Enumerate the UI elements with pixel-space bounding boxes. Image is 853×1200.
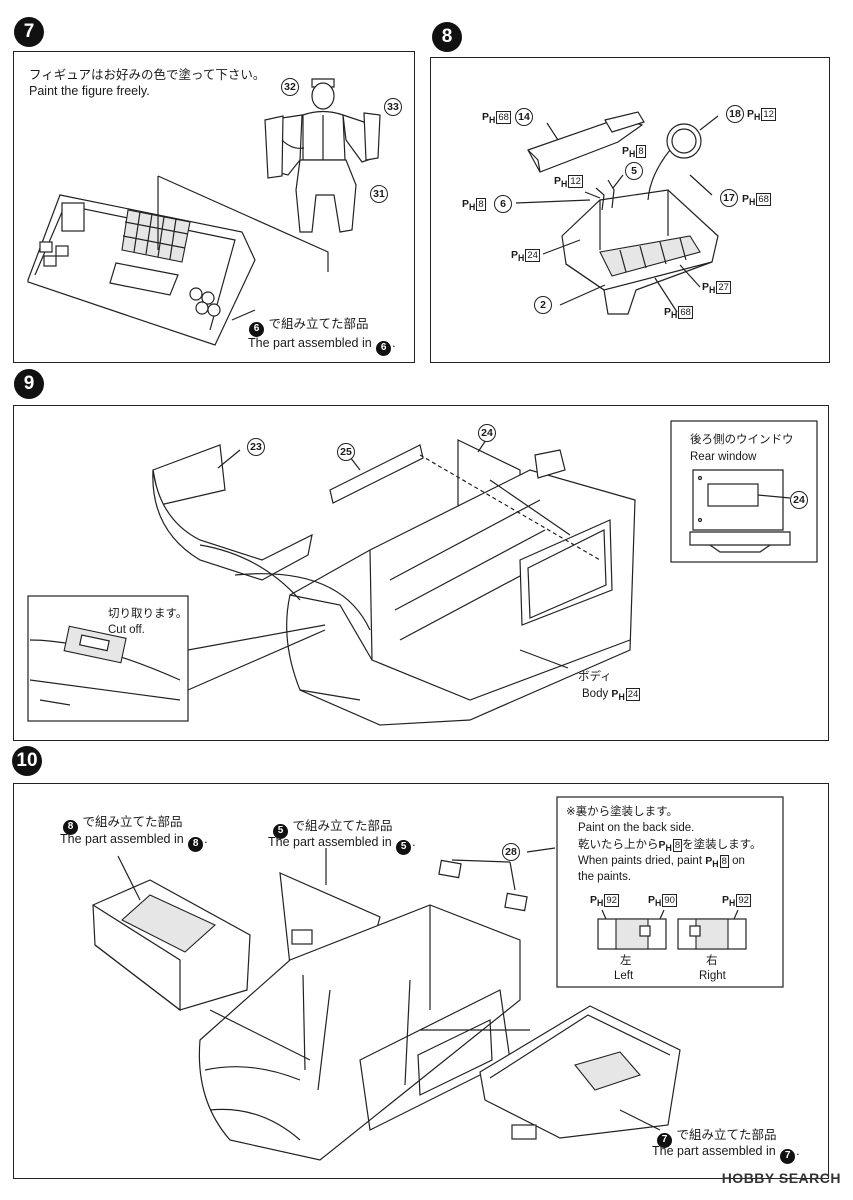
step-9-panel <box>13 405 829 741</box>
note1-en: Paint on the back side. <box>578 822 695 834</box>
step-8-number: 8 <box>432 22 462 52</box>
rear-window-en: Rear window <box>690 451 757 463</box>
rear-part-24-callout: 24 <box>790 491 808 509</box>
body-drawing <box>152 439 636 726</box>
part-17-callout: 17 <box>720 189 738 207</box>
ref-6-badge: 6 <box>249 321 264 337</box>
step-7-assembled-jp: 6 で組み立てた部品 <box>248 316 369 337</box>
step-7-note-en: Paint the figure freely. <box>29 84 150 98</box>
body-jp: ボディ <box>578 671 612 683</box>
note2-en-c: the paints. <box>578 871 632 883</box>
ref-5-badge-en: 5 <box>396 839 412 855</box>
note1-jp: ※裏から塗装します。 <box>566 806 678 818</box>
note2-en-b: on <box>732 855 745 867</box>
step10-drawing <box>92 847 681 1161</box>
part-33-callout: 33 <box>384 98 402 116</box>
ref7-jp-line: 7 で組み立てた部品 <box>656 1127 777 1148</box>
ref5-jp: で組み立てた部品 <box>292 819 393 833</box>
step-10-number: 10 <box>12 746 42 776</box>
ref8-en: The part assembled in <box>60 832 184 846</box>
figure-drawing <box>264 78 381 233</box>
ref-7-badge: 7 <box>657 1132 672 1148</box>
rear-window-jp: 後ろ側のウインドウ <box>690 434 794 446</box>
part-24-callout: 24 <box>478 424 496 442</box>
right-en: Right <box>699 970 726 982</box>
cutoff-inset <box>27 595 326 722</box>
body-en-text: Body <box>582 688 609 700</box>
note2-jp-b: を塗装します。 <box>682 839 762 851</box>
part-25-callout: 25 <box>337 443 355 461</box>
ref5-jp-line: 5 で組み立てた部品 <box>272 818 393 839</box>
part-28-callout: 28 <box>502 843 520 861</box>
part-23-callout: 23 <box>247 438 265 456</box>
assembled-en-text: The part assembled in <box>248 336 372 350</box>
ref5-en-line: The part assembled in 5. <box>268 834 416 855</box>
left-jp: 左 <box>620 955 632 967</box>
ref-7-badge-en: 7 <box>780 1148 796 1164</box>
step-10-panel <box>13 783 829 1179</box>
step-7-number: 7 <box>14 17 44 47</box>
part-2-callout: 2 <box>534 296 552 314</box>
ref-8-badge: 8 <box>63 819 78 835</box>
right-jp: 右 <box>706 955 718 967</box>
ref-5-badge: 5 <box>273 823 288 839</box>
note2-en-a: When paints dried, paint <box>578 855 703 867</box>
hobby-search-watermark: HOBBY SEARCH <box>721 1170 841 1186</box>
part-5-callout: 5 <box>625 162 643 180</box>
cutoff-jp: 切り取ります。 <box>108 608 188 620</box>
part-31-callout: 31 <box>370 185 388 203</box>
ref5-en: The part assembled in <box>268 835 392 849</box>
left-en: Left <box>614 970 634 982</box>
step-8-panel <box>430 57 830 363</box>
ref-8-badge-en: 8 <box>188 836 204 852</box>
step-9-number: 9 <box>14 369 44 399</box>
step-7-panel <box>13 51 415 363</box>
seat-tub-drawing <box>515 111 719 315</box>
ref8-jp: で組み立てた部品 <box>82 815 183 829</box>
ref7-en-line: The part assembled in 7. <box>652 1143 800 1164</box>
step-7-assembled-en: The part assembled in 6. <box>248 335 396 356</box>
ref7-jp: で組み立てた部品 <box>676 1128 777 1142</box>
part-14-callout: 14 <box>515 108 533 126</box>
part-18-callout: 18 <box>726 105 744 123</box>
dashboard-drawing <box>27 175 329 346</box>
ref7-en: The part assembled in <box>652 1144 776 1158</box>
part-32-callout: 32 <box>281 78 299 96</box>
assembled-jp-text: で組み立てた部品 <box>268 317 369 331</box>
ref8-jp-line: 8 で組み立てた部品 <box>62 814 183 835</box>
part-6-callout: 6 <box>494 195 512 213</box>
rear-window-inset <box>670 420 818 563</box>
ref8-en-line: The part assembled in 8. <box>60 831 208 852</box>
step-7-note-jp: フィギュアはお好みの色で塗って下さい。 <box>29 68 266 82</box>
ref-6-badge-en: 6 <box>376 340 392 356</box>
note2-jp-a: 乾いたら上から <box>578 839 659 851</box>
cutoff-en: Cut off. <box>108 624 145 636</box>
